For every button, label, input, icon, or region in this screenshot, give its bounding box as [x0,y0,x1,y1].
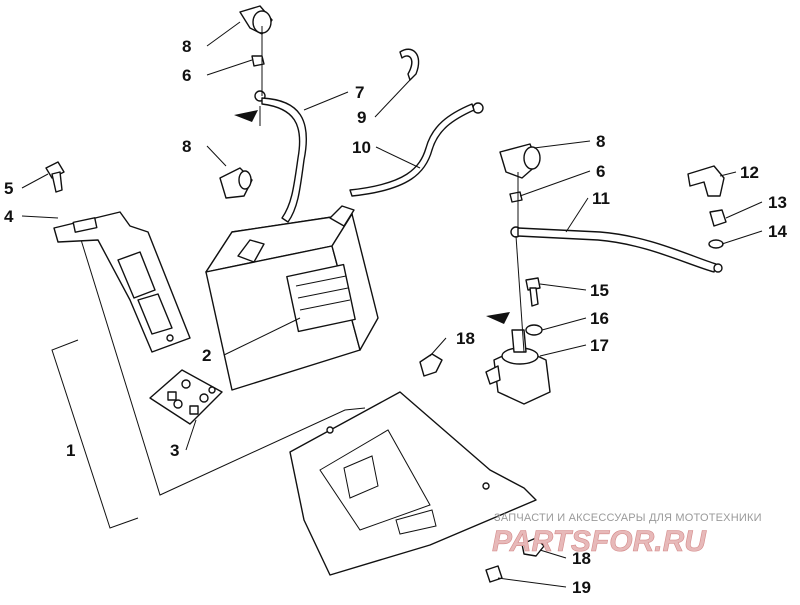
battery-tray [289,391,537,576]
part-19-nut [485,565,503,583]
watermark-logo: PARTSFOR.RU [492,525,707,558]
part-8-boot-right [499,143,541,179]
arrow-solenoid [486,312,510,324]
label-11: 11 [592,189,610,208]
label-15: 15 [590,281,609,300]
callout-labels: 8 6 7 8 9 10 8 6 11 12 13 14 15 16 17 18… [4,37,787,597]
part-15-bolt [525,277,541,307]
label-10: 10 [352,138,371,157]
label-7: 7 [355,83,364,102]
part-8-boot-left [219,167,253,199]
part-12-cap [687,165,725,197]
part-13-nut [709,209,727,227]
part-6-nut-top [251,55,265,67]
label-9: 9 [357,108,366,127]
label-2: 2 [202,346,211,365]
part-10-cable [349,102,484,197]
label-8-top: 8 [182,37,191,56]
label-12: 12 [740,163,759,182]
part-1-frame [51,229,366,529]
label-13: 13 [768,193,787,212]
label-17: 17 [590,336,609,355]
part-14-washer [708,239,724,249]
label-8-left: 8 [182,137,191,156]
label-18-top: 18 [456,329,475,348]
part-16-washer [525,324,543,336]
arrow-battery [234,106,261,126]
part-3-hardware-kit [149,369,223,425]
part-4-bracket [53,211,191,353]
part-5-bolt [45,161,65,193]
watermark: ЗАПЧАСТИ И АКСЕССУАРЫ ДЛЯ МОТОТЕХНИКИ PA… [492,512,762,558]
watermark-text: ЗАПЧАСТИ И АКСЕССУАРЫ ДЛЯ МОТОТЕХНИКИ [494,512,762,524]
label-6-top: 6 [182,66,191,85]
part-9-strap [399,48,420,81]
label-16: 16 [590,309,609,328]
label-5: 5 [4,179,13,198]
part-18-clip-bottom [521,537,545,557]
part-8-boot-top [239,5,273,35]
label-19: 19 [572,578,591,597]
label-1: 1 [66,441,75,460]
label-3: 3 [170,441,179,460]
part-2-battery [205,205,379,391]
label-18-bottom: 18 [572,549,591,568]
part-6-nut-right [509,191,523,203]
label-8-right: 8 [596,132,605,151]
leader-lines [21,21,763,588]
label-6-right: 6 [596,162,605,181]
part-17-solenoid [485,329,551,405]
part-18-clip-top [419,353,443,377]
label-4: 4 [4,207,14,226]
label-14: 14 [768,222,787,241]
part-7-cable [254,90,308,223]
part-11-cable [510,226,723,273]
